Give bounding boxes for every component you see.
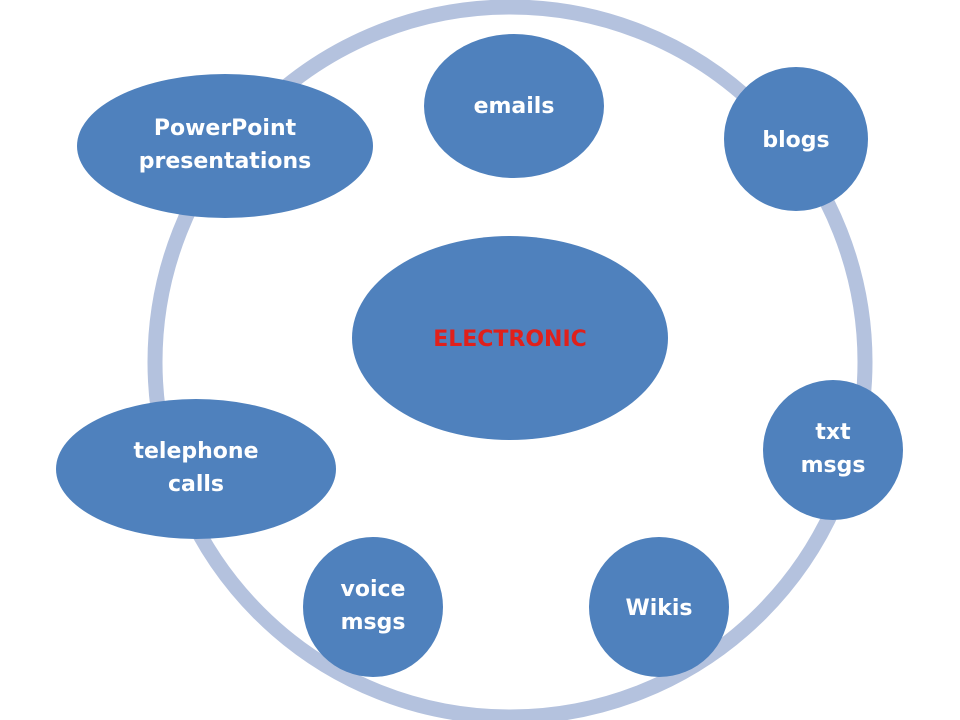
node-telephone-calls-label-line1: telephone xyxy=(133,439,258,464)
node-txt-msgs-label-line2: msgs xyxy=(801,453,866,478)
node-wikis-shape xyxy=(589,537,729,677)
node-wikis-label: Wikis xyxy=(625,596,692,621)
node-txt-msgs: txt msgs xyxy=(763,380,903,520)
node-emails-label: emails xyxy=(474,94,555,119)
node-voice-msgs: voice msgs xyxy=(303,537,443,677)
node-powerpoint-presentations-label-line2: presentations xyxy=(139,149,312,174)
node-voice-msgs-label-line1: voice xyxy=(341,577,406,602)
cycle-ring xyxy=(147,0,873,720)
node-powerpoint-presentations-shape xyxy=(77,74,373,218)
node-telephone-calls: telephone calls xyxy=(56,399,336,539)
node-emails-shape xyxy=(424,34,604,178)
node-emails: emails xyxy=(424,34,604,178)
center-node: ELECTRONIC xyxy=(352,236,668,440)
node-powerpoint-presentations-label-line1: PowerPoint xyxy=(154,116,297,141)
node-wikis: Wikis xyxy=(589,537,729,677)
node-voice-msgs-label-line2: msgs xyxy=(341,610,406,635)
center-node-shape xyxy=(352,236,668,440)
node-txt-msgs-label-line1: txt xyxy=(815,420,851,445)
node-telephone-calls-shape xyxy=(56,399,336,539)
node-telephone-calls-label-line2: calls xyxy=(168,472,224,497)
node-txt-msgs-shape xyxy=(763,380,903,520)
node-blogs-label: blogs xyxy=(762,128,829,153)
node-powerpoint-presentations: PowerPoint presentations xyxy=(77,74,373,218)
node-blogs-shape xyxy=(724,67,868,211)
node-voice-msgs-shape xyxy=(303,537,443,677)
node-blogs: blogs xyxy=(724,67,868,211)
center-node-label: ELECTRONIC xyxy=(433,327,587,352)
